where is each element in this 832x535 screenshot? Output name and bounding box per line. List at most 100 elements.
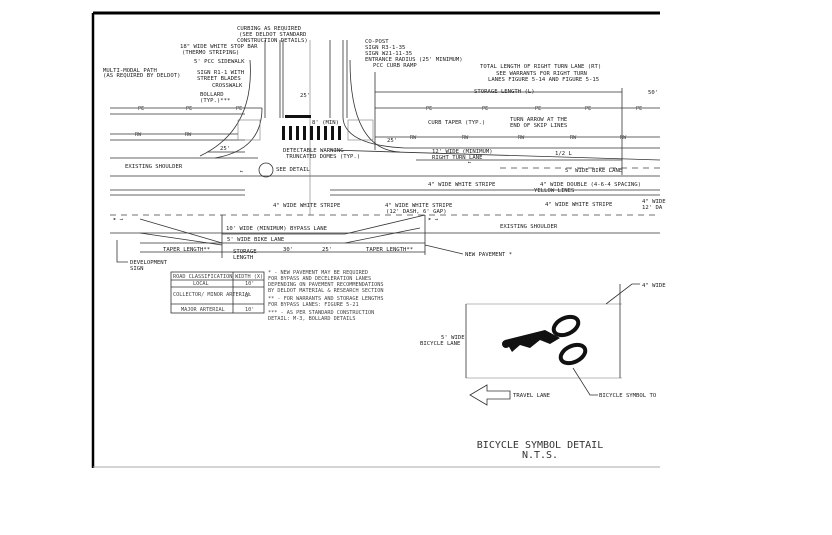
bicycle-icon (502, 314, 588, 366)
note-line: BY DELDOT MATERIAL & RESEARCH SECTION (268, 288, 384, 294)
turn-arrow-label-2: END OF SKIP LINES (510, 123, 567, 129)
curbing-label-2: (SEE DELDOT STANDARD (239, 32, 307, 38)
double-yellow-label: 4" WIDE DOUBLE (4-6-4 SPACING) (540, 182, 641, 188)
pe-label: PE (186, 106, 192, 112)
crosswalk-bars (282, 126, 341, 140)
right-edge-label-2: 12' DA (642, 205, 663, 211)
note-line: ** - FOR WARRANTS AND STORAGE LENGTHS (268, 296, 384, 302)
crosswalk-label: CROSSWALK (212, 83, 243, 89)
right-turn-lane-label: 12' WIDE (MINIMUM) (432, 149, 493, 155)
existing-shoulder-left: EXISTING SHOULDER (125, 164, 183, 170)
half-l-label: 1/2 L (555, 151, 572, 157)
white-stripe-4-label: 4" WIDE WHITE STRIPE (428, 182, 496, 188)
pe-label: PE (585, 106, 591, 112)
rw-label: RW (620, 135, 627, 141)
table-header: ROAD CLASSIFICATION (173, 274, 232, 280)
arrow-left-icon: ← (240, 169, 244, 175)
detail-title: BICYCLE SYMBOL DETAIL (477, 440, 603, 451)
dim-25-curb: 25' (387, 138, 397, 144)
warrants-label: SEE WARRANTS FOR RIGHT TURN (496, 71, 587, 77)
table-cell: COLLECTOR/ MINOR ARTERIAL (173, 292, 251, 298)
bicycle-symbol-label: BICYCLE SYMBOL TO (599, 393, 657, 399)
road-classification-table: ROAD CLASSIFICATION WIDTH (X) LOCAL 10' … (170, 271, 265, 314)
note-line: FOR BYPASS LANES: FIGURE 5-21 (268, 302, 359, 308)
dim-50: 50' (648, 90, 658, 96)
rw-label: RW (185, 132, 192, 138)
sign-r11-label: SIGN R1-1 WITH (197, 70, 244, 76)
pe-label: PE (138, 106, 144, 112)
white-stripe-top-label: 4" WIDE WHITE STRIPE (273, 203, 341, 209)
dim-25-vertical: 25' (300, 93, 310, 99)
note-line: * - NEW PAVEMENT MAY BE REQUIRED (268, 270, 368, 276)
bike-lane-5-label: 5' WIDE BIKE LANE (565, 168, 623, 174)
dash-stripe-label: 4" WIDE WHITE STRIPE (385, 203, 453, 209)
pe-label: PE (535, 106, 541, 112)
development-sign-icon: ➤ → (113, 217, 124, 223)
warrants-label-2: LANES FIGURE 5-14 AND FIGURE 5-15 (488, 77, 599, 83)
curb-taper-label: CURB TAPER (TYP.) (428, 120, 485, 126)
note-line: *** - AS PER STANDARD CONSTRUCTION (268, 310, 374, 316)
bollard-label: BOLLARD (200, 92, 224, 98)
crosswalk-width: 8' (MIN) (312, 120, 339, 126)
four-wide-label: 4" WIDE (642, 283, 666, 289)
rw-label: RW (135, 132, 142, 138)
dash-stripe-label-2: (12' DASH, 6' GAP) (386, 209, 447, 215)
table-cell: LOCAL (193, 281, 209, 287)
arrow-right-icon: ➤ → (428, 217, 439, 223)
sign-r11-label-2: STREET BLADES (197, 76, 241, 82)
bicycle-symbol-detail: 4" WIDE 5' WIDE BICYCLE LANE TRAVEL LANE… (420, 283, 666, 461)
stop-bar-label: 18" WIDE WHITE STOP BAR (180, 44, 258, 50)
white-stripe-right-label: 4" WIDE WHITE STRIPE (545, 202, 613, 208)
co-post-label-3: SIGN W21-11-35 (365, 51, 412, 57)
note-line: FOR BYPASS AND DECELERATION LANES (268, 276, 371, 282)
rw-label: RW (570, 135, 577, 141)
rw-label: RW (518, 135, 525, 141)
curb-ramp-label: PCC CURB RAMP (373, 63, 417, 69)
development-sign-label: DEVELOPMENT (130, 260, 168, 266)
development-sign-label-2: SIGN (130, 266, 143, 272)
turn-arrow-label: TURN ARROW AT THE (510, 117, 568, 123)
note-line: DEPENDING ON PAVEMENT RECOMMENDATIONS (268, 282, 384, 288)
entrance-radius-label: ENTRANCE RADIUS (25' MINIMUM) (365, 57, 463, 63)
storage-length-label: STORAGE LENGTH (L) (474, 89, 535, 95)
table-cell: 10' (245, 281, 254, 287)
table-header: WIDTH (X) (235, 274, 263, 280)
storage-label-2: LENGTH (233, 255, 253, 261)
storage-label: STORAGE (233, 249, 257, 255)
rw-label: RW (462, 135, 469, 141)
stop-bar-label-2: (THERMO STRIPING) (182, 50, 239, 56)
table-cell: 10' (245, 307, 254, 313)
rw-label: RW (410, 135, 417, 141)
lane-label: 5' WIDE (441, 335, 465, 341)
curbing-label: CURBING AS REQUIRED (237, 26, 302, 32)
new-pavement-label: NEW PAVEMENT * (465, 252, 512, 258)
bike-lane-label: 5' WIDE BIKE LANE (227, 237, 285, 243)
pe-label: PE (236, 106, 242, 112)
multi-modal-label: MULTI-MODAL PATH (103, 68, 157, 74)
double-yellow-label-2: YELLOW LINES (534, 188, 574, 194)
detail-subtitle: N.T.S. (522, 450, 558, 461)
curbing-label-3: CONSTRUCTION DETAILS) (237, 38, 308, 44)
bollard-label-2: (TYP.)*** (200, 98, 230, 104)
co-post-label: CO-POST (365, 39, 389, 45)
table-cell: MAJOR ARTERIAL (181, 307, 225, 313)
sidewalk-label: 5' PCC SIDEWALK (194, 59, 245, 65)
right-edge-label: 4" WIDE (642, 199, 666, 205)
bypass-plan: ➤ → ➤ → 4" WIDE WHITE STRIPE 4" WIDE WHI… (110, 202, 660, 272)
dim-30: 30' (283, 247, 293, 253)
pe-label: PE (426, 106, 432, 112)
right-turn-lane-label-2: RIGHT TURN LANE (432, 155, 483, 161)
pe-label: PE (636, 106, 642, 112)
multi-modal-label-2: (AS REQUIRED BY DELDOT) (103, 73, 180, 79)
existing-shoulder-label: EXISTING SHOULDER (500, 224, 558, 230)
taper-right-label: TAPER LENGTH** (366, 247, 413, 253)
arrow-left-icon: ← (468, 160, 472, 166)
taper-left-label: TAPER LENGTH** (163, 247, 210, 253)
table-cell: 8' (245, 293, 251, 299)
total-length-label: TOTAL LENGTH OF RIGHT TURN LANE (RT) (480, 64, 601, 70)
co-post-label-2: SIGN R3-1-35 (365, 45, 405, 51)
dim-25-left: 25' (220, 146, 230, 152)
see-detail-label: SEE DETAIL (276, 167, 310, 173)
note-line: DETAIL: M-3, BOLLARD DETAILS (268, 316, 355, 322)
